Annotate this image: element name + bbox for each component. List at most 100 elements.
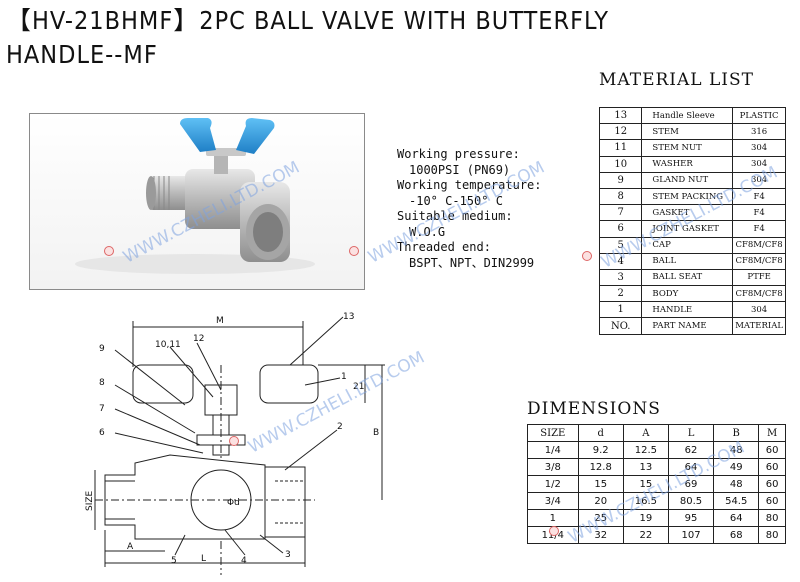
dimensions-cell: 60: [758, 492, 786, 510]
material-cell-part: HANDLE: [641, 301, 734, 319]
label-6: 6: [99, 428, 105, 438]
dimensions-header-cell: L: [667, 424, 715, 442]
material-cell-material: CF8M/CF8: [732, 252, 786, 270]
ball-valve-illustration: [75, 118, 315, 274]
material-cell-material: CF8M/CF8: [732, 285, 786, 303]
male-end: [150, 176, 190, 210]
label-m: M: [216, 316, 224, 326]
dimensions-cell: 12.8: [577, 458, 624, 476]
dimensions-cell: 95: [667, 509, 715, 527]
material-cell-material: PLASTIC: [732, 106, 786, 125]
label-1: 1: [341, 372, 347, 382]
material-cell-no: 3: [598, 268, 643, 287]
material-cell-part: STEM: [641, 123, 734, 141]
watermark-stamp-icon: [229, 436, 239, 446]
watermark-stamp-icon: [349, 246, 359, 256]
dimensions-cell: 80: [758, 509, 786, 527]
material-cell-no: 12: [598, 123, 643, 141]
label-13: 13: [343, 312, 354, 322]
suitable-medium-value: W.O.G: [409, 224, 446, 239]
working-pressure-label: Working pressure:: [397, 147, 520, 161]
dimensions-header-cell: d: [577, 424, 624, 442]
document-title: 【HV-21BHMF】2PC BALL VALVE WITH BUTTERFLY…: [6, 4, 706, 72]
dimensions-cell: 1/2: [527, 475, 579, 493]
label-21: 21: [353, 382, 364, 392]
material-cell-part: STEM NUT: [641, 139, 734, 157]
dimensions-header-cell: M: [758, 424, 786, 442]
threaded-end-value: BSPT、NPT、DIN2999: [409, 255, 535, 270]
label-2: 2: [337, 422, 343, 432]
label-3: 3: [285, 550, 291, 560]
working-pressure-value: 1000PSI (PN69): [409, 162, 511, 177]
working-temperature-value: -10° C-150° C: [409, 193, 503, 208]
dimensions-cell: 9.2: [577, 441, 624, 459]
dimensions-cell: 12.5: [622, 441, 669, 459]
label-a: A: [127, 542, 134, 552]
material-cell-part: WASHER: [641, 155, 734, 173]
label-7: 7: [99, 404, 105, 414]
label-4: 4: [241, 556, 247, 566]
material-cell-part: Handle Sleeve: [641, 106, 734, 125]
dimensions-header-cell: SIZE: [527, 424, 579, 442]
dimensions-cell: 54.5: [713, 492, 760, 510]
material-cell-no: 7: [598, 204, 643, 222]
handle-wing-right: [236, 118, 275, 154]
material-footer-no: NO.: [598, 317, 643, 335]
valve-body: [185, 169, 255, 229]
threaded-end-label: Threaded end:: [397, 240, 491, 254]
technical-drawing: M 13 12 10,11 9 1 8 7 6 2 21 B SIZE Φd A…: [85, 312, 385, 575]
dimensions-cell: 60: [758, 475, 786, 493]
dimensions-cell: 15: [577, 475, 624, 493]
label-b: B: [373, 428, 379, 438]
material-cell-material: 304: [732, 301, 786, 319]
dimensions-cell: 68: [713, 526, 760, 544]
label-l: L: [201, 554, 206, 564]
label-8: 8: [99, 378, 105, 388]
material-cell-no: 2: [598, 285, 643, 303]
dimensions-cell: 48: [713, 475, 760, 493]
material-cell-part: BALL: [641, 252, 734, 270]
dimensions-cell: 13: [622, 458, 669, 476]
dimensions-cell: 1/4: [527, 441, 579, 459]
label-10-11: 10,11: [155, 340, 181, 350]
label-d: Φd: [227, 498, 240, 508]
material-cell-no: 11: [598, 139, 643, 157]
dimensions-title: DIMENSIONS: [527, 399, 661, 419]
title-line-1: 【HV-21BHMF】2PC BALL VALVE WITH BUTTERFLY: [6, 6, 609, 35]
material-cell-part: BODY: [641, 285, 734, 303]
watermark-stamp-icon: [582, 251, 592, 261]
dimensions-cell: 64: [713, 509, 760, 527]
dimensions-cell: 60: [758, 441, 786, 459]
material-cell-material: F4: [732, 220, 786, 238]
material-cell-no: 10: [598, 155, 643, 173]
specifications: Working pressure: 1000PSI (PN69) Working…: [397, 147, 542, 271]
material-cell-material: 304: [732, 139, 786, 157]
watermark-stamp-icon: [104, 246, 114, 256]
material-cell-part: GLAND NUT: [641, 171, 734, 189]
material-footer-material: MATERIAL: [732, 317, 786, 335]
label-5: 5: [171, 556, 177, 566]
dimensions-cell: 80.5: [667, 492, 715, 510]
dimensions-cell: 22: [622, 526, 669, 544]
material-cell-material: CF8M/CF8: [732, 236, 786, 254]
dimensions-cell: 107: [667, 526, 715, 544]
material-cell-no: 8: [598, 187, 643, 206]
working-temperature-label: Working temperature:: [397, 178, 542, 192]
handle-wing-left: [180, 118, 216, 152]
